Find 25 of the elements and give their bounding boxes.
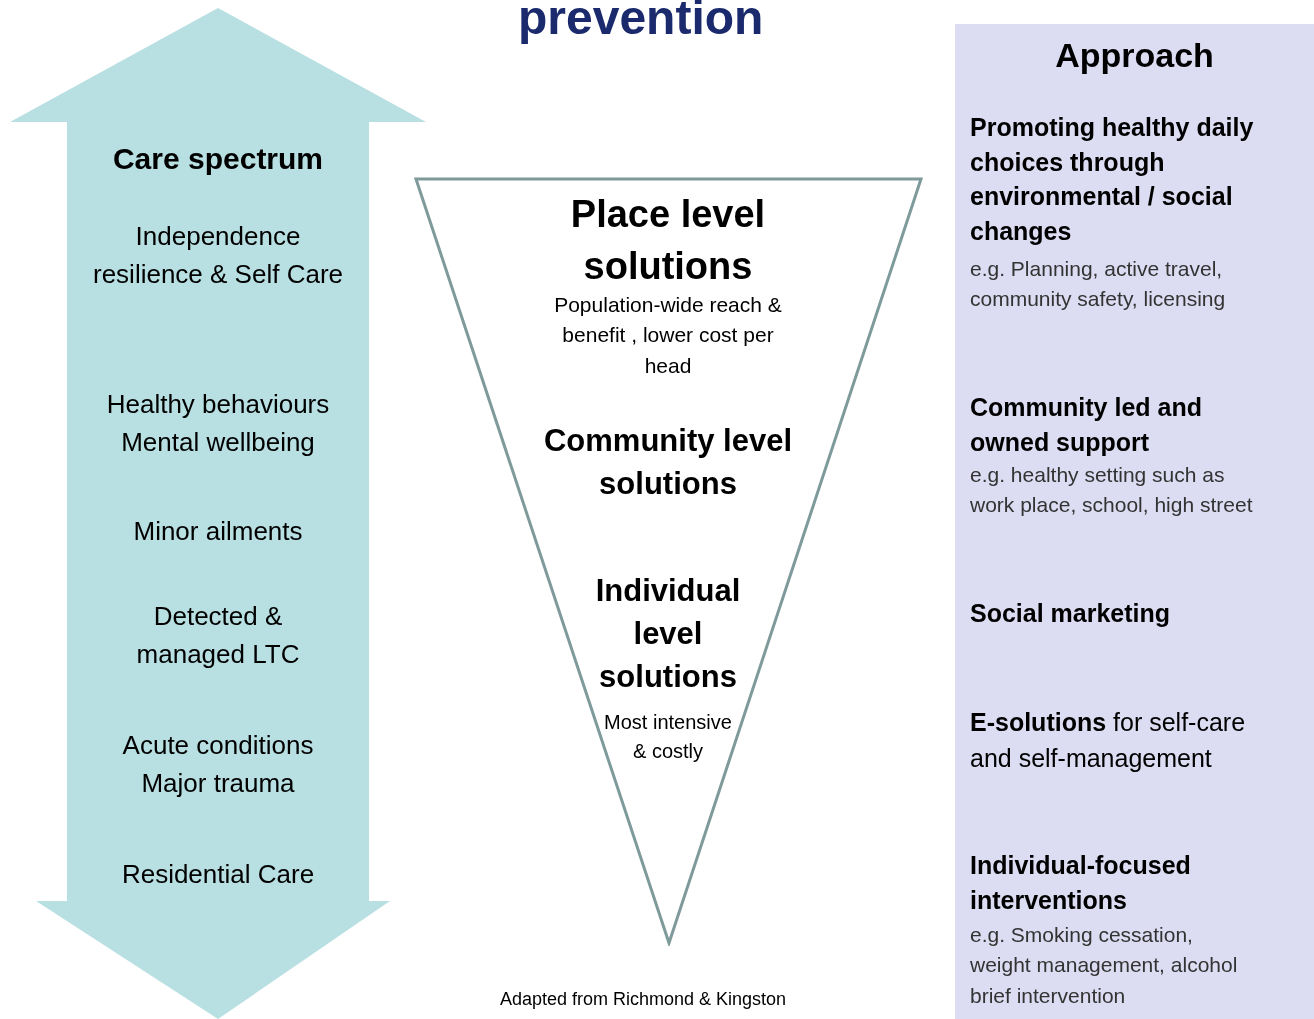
spectrum-item: Detected & managed LTC: [135, 600, 301, 671]
heading: Approach: [1054, 35, 1215, 76]
level-heading: Individual level solutions: [594, 572, 742, 696]
heading: Care spectrum: [111, 141, 325, 177]
approach-example: e.g. Smoking cessation, weight management, alcohol brief intervention: [970, 922, 1239, 1009]
approach-heading: E-solutions for self-care and self-management: [970, 707, 1247, 775]
source-note: Adapted from Richmond & Kingston: [498, 989, 788, 1010]
approach-heading: Community led and owned support: [970, 392, 1203, 458]
double-arrow-band: [10, 8, 426, 1019]
spectrum-item: Healthy behaviours Mental wellbeing: [105, 388, 331, 459]
spectrum-item: Acute conditions Major trauma: [121, 729, 315, 800]
spectrum-item: Minor ailments: [132, 515, 304, 548]
approach-heading: Individual-focused interventions: [970, 850, 1192, 916]
level-heading: Community level solutions: [542, 422, 794, 503]
approach-heading: Promoting healthy daily choices through environmental / social changes: [970, 112, 1255, 247]
approach-panel: [955, 24, 1314, 1019]
inverted-triangle: [414, 176, 924, 946]
spectrum-item: Independence resilience & Self Care: [92, 220, 344, 291]
spectrum-item: Residential Care: [120, 858, 316, 891]
level-heading: Place level solutions: [569, 192, 767, 290]
level-description: Most intensive & costly: [603, 710, 733, 764]
approach-heading: Social marketing: [970, 598, 1172, 629]
approach-example: e.g. healthy setting such as work place, school, high street: [970, 462, 1254, 519]
level-description: Population-wide reach & benefit , lower cost per head: [553, 292, 783, 379]
approach-example: e.g. Planning, active travel, community safety, licensing: [970, 256, 1227, 313]
